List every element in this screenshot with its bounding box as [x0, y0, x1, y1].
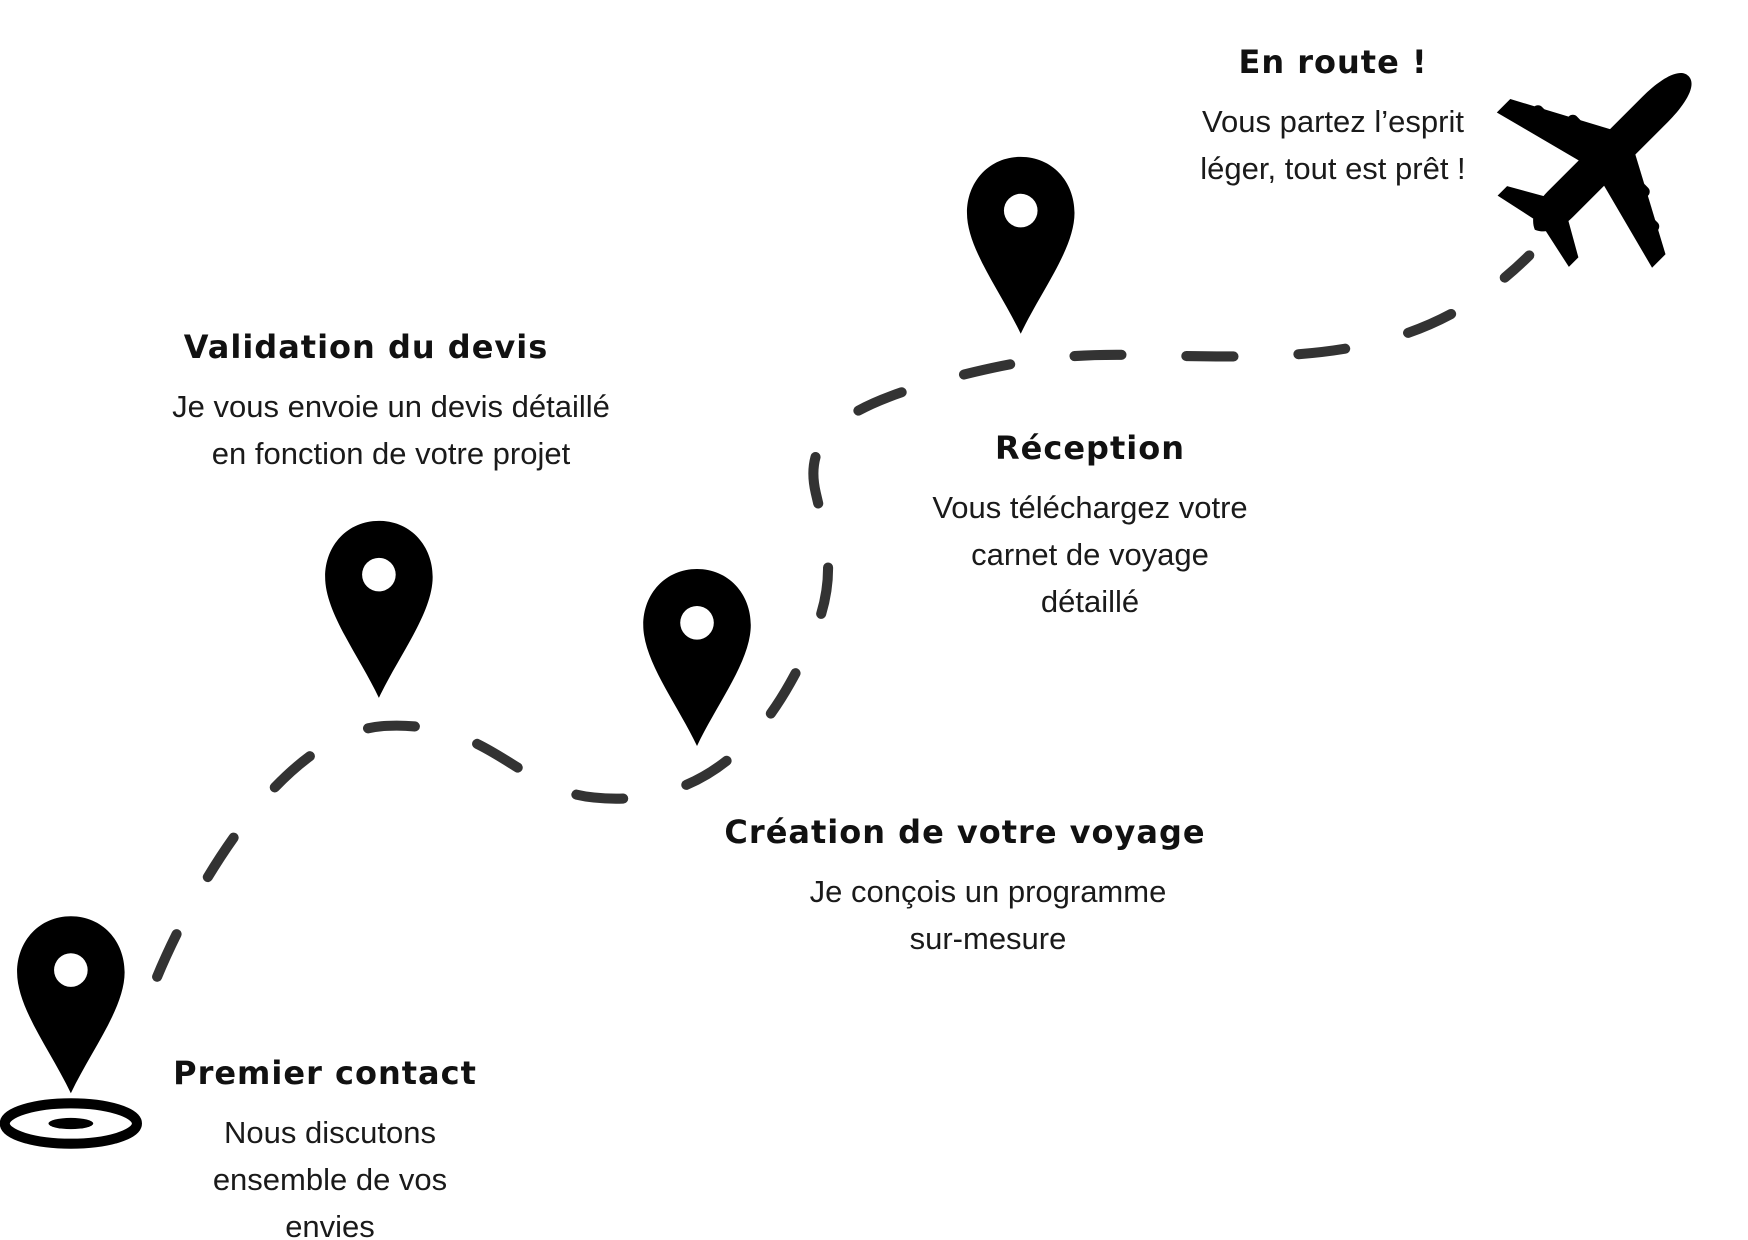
description-line: Vous téléchargez votre [932, 490, 1248, 525]
description-line: sur-mesure [909, 921, 1067, 956]
description-line: envies [285, 1209, 375, 1240]
description-line: carnet de voyage [971, 537, 1209, 572]
step-title: En route ! [1238, 43, 1428, 81]
step-title: Réception [995, 429, 1185, 467]
description-line: ensemble de vos [212, 1162, 448, 1197]
description-line: Nous discutons [224, 1115, 436, 1150]
step-description: Je conçois un programme sur-mesure [691, 868, 1285, 962]
map-pin-icon [643, 569, 751, 747]
step-description: Je vous envoie un devis détaillé en fonc… [96, 383, 686, 477]
dashed-route [152, 250, 1535, 982]
step-description: Nous discutons ensemble de vos envies [15, 1109, 645, 1240]
step-description: Vous téléchargez votre carnet de voyage … [770, 484, 1410, 625]
target-icon [0, 1098, 142, 1149]
description-line: détaillé [1040, 584, 1140, 619]
description-line: Je vous envoie un devis détaillé [172, 389, 610, 424]
step-title: Création de votre voyage [724, 813, 1206, 851]
description-line: en fonction de votre projet [211, 436, 571, 471]
airplane-icon [1496, 73, 1692, 268]
step-creation-voyage: Création de votre voyage Je conçois un p… [645, 810, 1285, 962]
map-pin-icon [325, 520, 433, 698]
step-title: Validation du devis [183, 328, 549, 366]
description-line: Vous partez l’esprit [1202, 104, 1464, 139]
step-title: Premier contact [173, 1054, 477, 1092]
description-line: léger, tout est prêt ! [1200, 151, 1466, 186]
step-reception: Réception Vous téléchargez votre carnet … [770, 426, 1410, 625]
step-en-route: En route ! Vous partez l’esprit léger, t… [1013, 40, 1653, 192]
description-line: Je conçois un programme [809, 874, 1167, 909]
step-validation-devis: Validation du devis Je vous envoie un de… [46, 325, 686, 477]
step-premier-contact: Premier contact Nous discutons ensemble … [5, 1051, 645, 1240]
step-description: Vous partez l’esprit léger, tout est prê… [1013, 98, 1653, 192]
